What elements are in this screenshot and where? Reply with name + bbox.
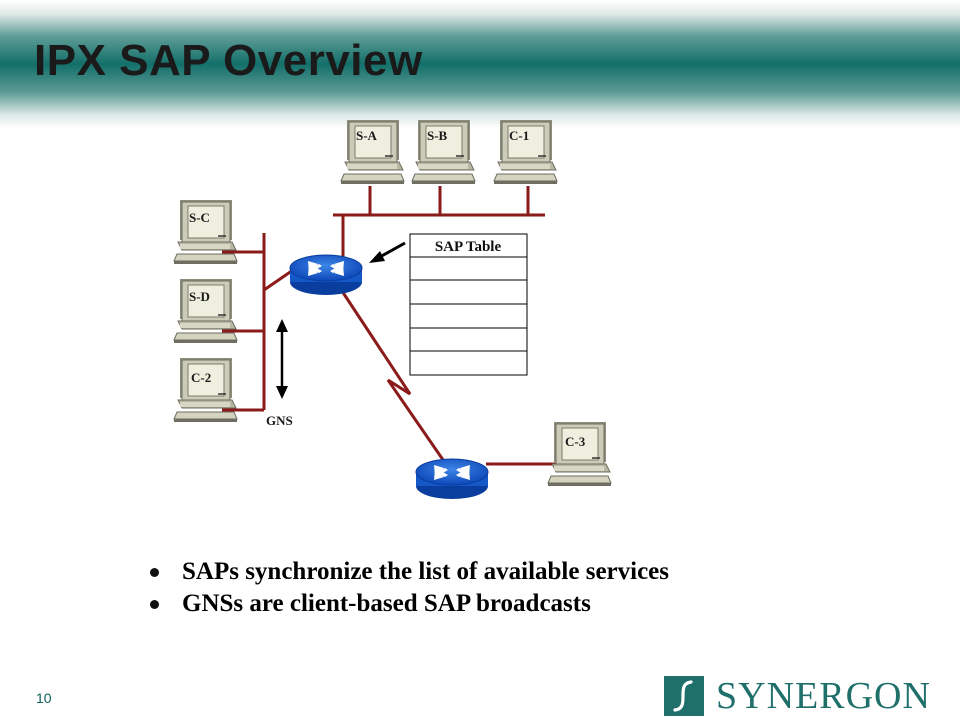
- computer-c-1-icon: C-1: [493, 119, 558, 185]
- sap-table: SAP Table: [409, 233, 528, 376]
- bullet-dot-icon: [150, 599, 159, 609]
- bullet-item: SAPs synchronize the list of available s…: [150, 556, 669, 588]
- sap-table-pointer-arrow: [369, 241, 406, 263]
- computer-c-3-icon: C-3: [547, 421, 612, 487]
- synergon-logo-text: SYNERGON: [716, 675, 931, 717]
- computer-s-d-icon: S-D: [173, 278, 238, 344]
- sap-table-title: SAP Table: [435, 239, 502, 255]
- gns-arrow: [276, 319, 288, 399]
- computer-c-1-label: C-1: [509, 128, 529, 143]
- computer-s-a-label: S-A: [356, 128, 378, 143]
- bullet-text: GNSs are client-based SAP broadcasts: [182, 590, 591, 617]
- router-bottom-icon: [415, 458, 489, 500]
- computer-s-b-icon: S-B: [411, 119, 476, 185]
- header-band: [0, 0, 960, 128]
- slide-title: IPX SAP Overview: [34, 36, 423, 85]
- computer-s-d-label: S-D: [189, 289, 210, 304]
- computer-s-c-icon: S-C: [173, 199, 238, 265]
- computer-s-a-icon: S-A: [340, 119, 405, 185]
- computer-s-c-label: S-C: [189, 210, 210, 225]
- network-links: [222, 186, 558, 471]
- computer-c-2-icon: C-2: [173, 357, 238, 423]
- synergon-logo-mark-icon: [664, 676, 704, 716]
- synergon-logo: SYNERGON: [664, 674, 946, 718]
- computer-c-2-label: C-2: [191, 370, 211, 385]
- computer-s-b-label: S-B: [427, 128, 448, 143]
- bullet-dot-icon: [150, 567, 159, 577]
- gns-label: GNS: [266, 413, 293, 428]
- page-number: 10: [36, 690, 52, 706]
- router-top-icon: [289, 254, 363, 296]
- bullet-list: SAPs synchronize the list of available s…: [150, 556, 669, 620]
- computer-c-3-label: C-3: [565, 434, 586, 449]
- bullet-text: SAPs synchronize the list of available s…: [182, 558, 669, 585]
- bullet-item: GNSs are client-based SAP broadcasts: [150, 588, 669, 620]
